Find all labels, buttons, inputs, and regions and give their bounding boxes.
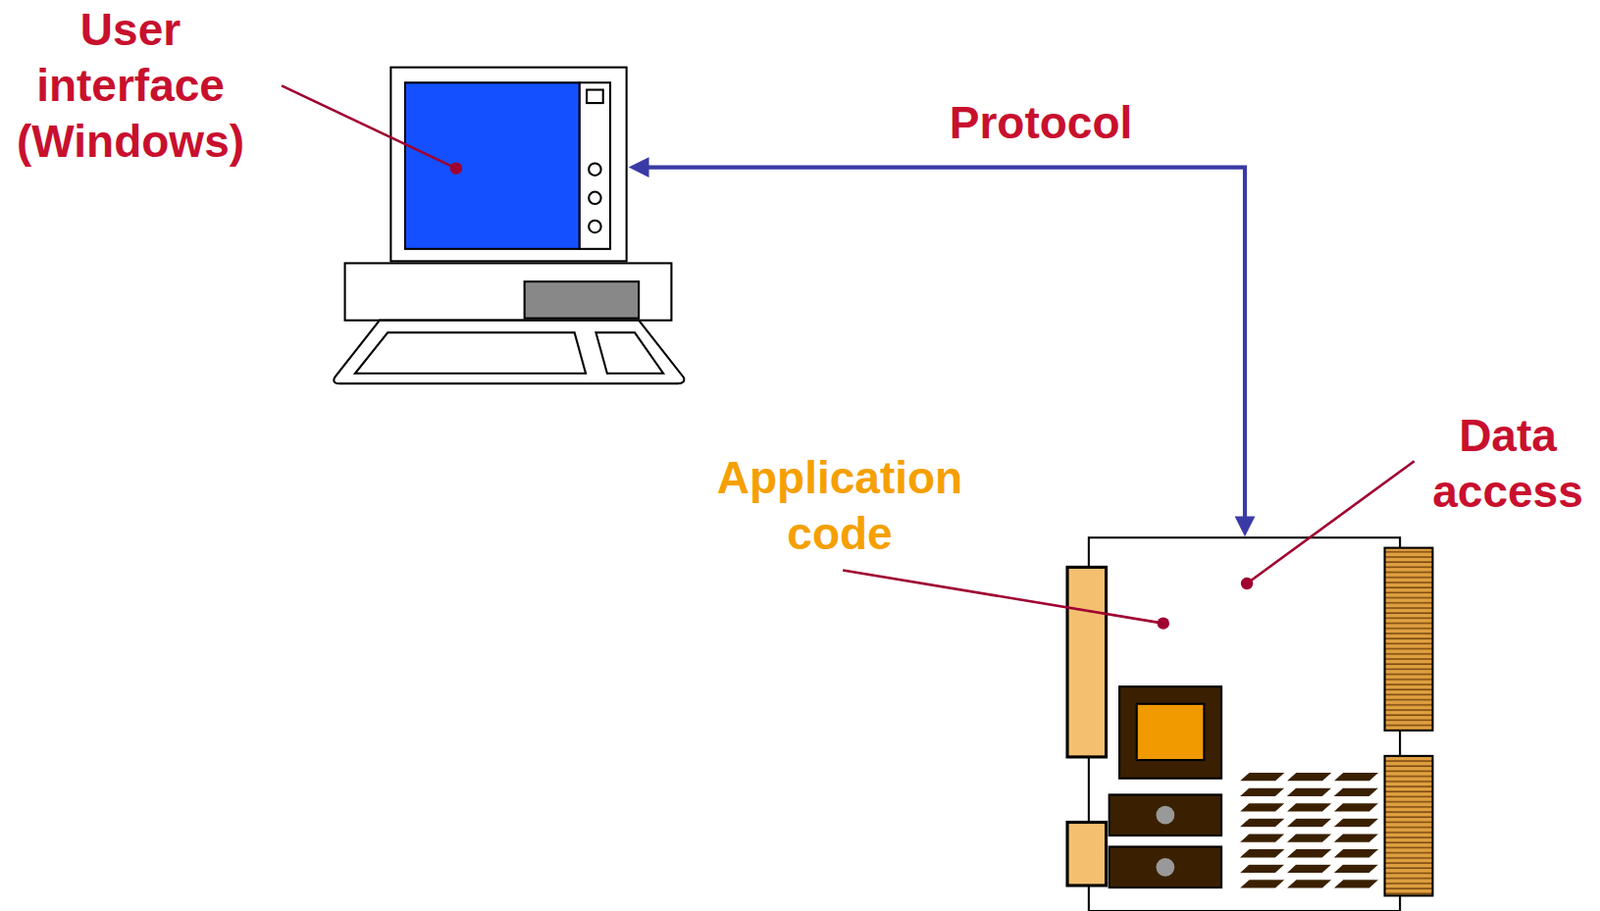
memory-chip: [1332, 849, 1380, 859]
component-dot: [1156, 806, 1176, 826]
pin-header: [1385, 548, 1434, 731]
memory-chip: [1332, 833, 1380, 843]
memory-chip: [1238, 773, 1287, 782]
board-outline: [1088, 537, 1400, 911]
component-dot: [1156, 858, 1176, 878]
panel-knob: [588, 220, 601, 233]
memory-chip: [1286, 879, 1334, 889]
base-unit: [345, 262, 672, 320]
memory-chip: [1332, 879, 1380, 889]
processor-die: [1136, 704, 1205, 761]
memory-chip: [1238, 787, 1287, 797]
panel-knob: [588, 192, 601, 205]
key-area: [355, 332, 586, 374]
memory-chip: [1286, 773, 1334, 782]
edge-connector: [1067, 567, 1107, 757]
memory-chip: [1286, 849, 1334, 859]
ui-callout: User interface (Windows): [10, 1, 251, 170]
edge-connector: [1067, 822, 1107, 885]
data-callout: Data access: [1421, 408, 1595, 520]
memory-chip: [1286, 803, 1334, 813]
component: [1109, 846, 1222, 888]
memory-chip: [1286, 833, 1334, 843]
protocol-label: Protocol: [913, 95, 1169, 152]
memory-chip: [1286, 787, 1334, 797]
circuit-board: [1067, 537, 1433, 911]
memory-chip: [1238, 864, 1287, 874]
pin-header: [1385, 756, 1434, 897]
memory-chips: [1238, 773, 1381, 890]
side-panel: [579, 82, 611, 250]
screen: [405, 82, 580, 250]
memory-chip: [1332, 773, 1380, 782]
key-area: [595, 332, 664, 374]
drive-slot: [524, 281, 640, 318]
memory-chip: [1238, 833, 1287, 843]
memory-chip: [1238, 818, 1287, 827]
leader-lines: [281, 85, 1415, 629]
memory-chip: [1286, 864, 1334, 874]
app-callout: Application code: [702, 450, 978, 563]
memory-chip: [1238, 803, 1287, 813]
memory-chip: [1332, 864, 1380, 874]
keyboard: [333, 320, 684, 384]
computer: [333, 67, 684, 384]
component: [1109, 794, 1222, 836]
memory-chip: [1332, 818, 1380, 827]
memory-chip: [1332, 803, 1380, 813]
memory-chip: [1286, 818, 1334, 827]
memory-chip: [1332, 787, 1380, 797]
panel-button: [586, 90, 604, 104]
panel-knob: [588, 162, 601, 175]
memory-chip: [1238, 879, 1287, 889]
memory-chip: [1238, 849, 1287, 859]
monitor: [390, 67, 626, 262]
processor: [1119, 686, 1222, 779]
